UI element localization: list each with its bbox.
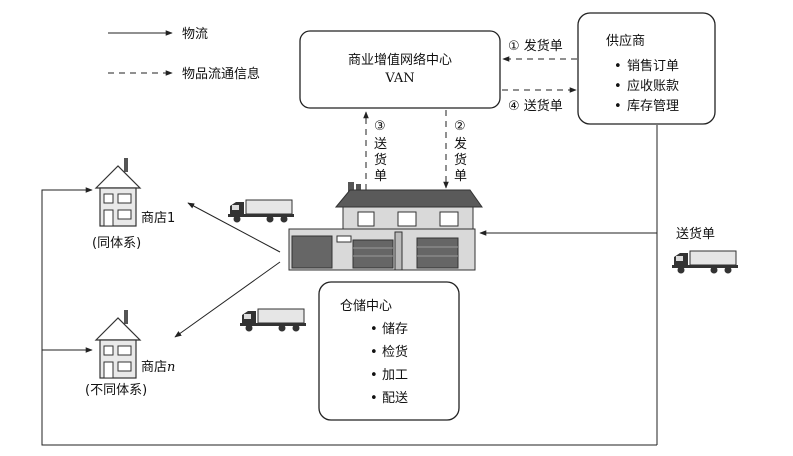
warehouse-building-icon	[288, 182, 483, 271]
supplier-title: 供应商	[606, 33, 645, 49]
supplier-box	[577, 12, 716, 125]
supplier-delivery-label: 送货单	[676, 226, 715, 242]
order-flow-label: ① 发货单	[508, 38, 563, 54]
legend-dashed-label: 物品流通信息	[182, 66, 260, 82]
warehouse-bullet: •	[370, 322, 378, 337]
supplier-bullet-1: •	[614, 59, 622, 74]
store-icon	[95, 157, 141, 227]
warehouse-to-stores	[174, 199, 307, 338]
left-flow-char: 货	[374, 152, 387, 168]
supplier-delivery: 送货单	[479, 125, 739, 445]
store1-label: 商店1	[141, 211, 175, 226]
legend-solid-label: 物流	[182, 27, 208, 42]
supplier-bullet-2: •	[614, 79, 622, 94]
info-flows: ① 发货单 ④ 送货单 ③ 送 货 单 ② 发 货 单	[363, 38, 577, 190]
supplier-item: 销售订单	[627, 58, 679, 74]
to-storen-arrow	[174, 261, 281, 338]
right-flow-char: 单	[454, 169, 467, 184]
warehouse-item: 配送	[382, 391, 408, 406]
supplier-item: 应收账款	[627, 78, 679, 94]
storen-group: (不同体系)	[85, 383, 147, 398]
right-flow-number: ②	[454, 119, 466, 134]
direct-delivery-loop	[41, 187, 657, 446]
warehouse-item: 储存	[382, 322, 408, 337]
left-flow-char: 单	[374, 169, 387, 184]
warehouse-item: 加工	[382, 368, 408, 383]
warehouse-bullet: •	[370, 368, 378, 383]
to-store1-arrow	[187, 202, 281, 253]
van-title: 商业增值网络中心	[348, 52, 452, 68]
storen-label: 商店n	[141, 360, 175, 375]
warehouse-bullet: •	[370, 345, 378, 360]
van-box	[299, 30, 501, 109]
supplier-bullet-3: •	[614, 99, 622, 114]
store-icon	[95, 309, 141, 379]
truck-icon	[227, 199, 295, 223]
store1-group: (同体系)	[92, 236, 141, 251]
warehouse-box	[318, 281, 460, 421]
van-center: 商业增值网络中心 VAN	[299, 30, 501, 109]
supplier: 供应商 • 销售订单 • 应收账款 • 库存管理	[577, 12, 716, 125]
warehouse-center: 仓储中心 • 储存 • 检货 • 加工 • 配送	[318, 281, 460, 421]
storen-label-text: 商店	[141, 360, 167, 375]
left-flow-char: 送	[374, 137, 387, 152]
truck-icon	[671, 250, 739, 274]
truck-icon	[239, 308, 307, 332]
warehouse-bullet: •	[370, 391, 378, 406]
storen-label-n: n	[167, 360, 175, 375]
van-abbrev: VAN	[384, 71, 414, 86]
legend: 物流 物品流通信息	[108, 27, 260, 82]
ship-flow-label: ④ 送货单	[508, 98, 563, 114]
loop-to-store1	[41, 187, 657, 446]
warehouse-item: 检货	[382, 344, 408, 360]
store-1: 商店1 (同体系)	[92, 157, 175, 251]
store-n: 商店n (不同体系)	[85, 309, 175, 398]
right-flow-char: 货	[454, 152, 467, 168]
right-flow-char: 发	[454, 136, 467, 152]
warehouse-title: 仓储中心	[340, 299, 392, 314]
supplier-item: 库存管理	[627, 98, 679, 114]
left-flow-number: ③	[374, 119, 386, 134]
